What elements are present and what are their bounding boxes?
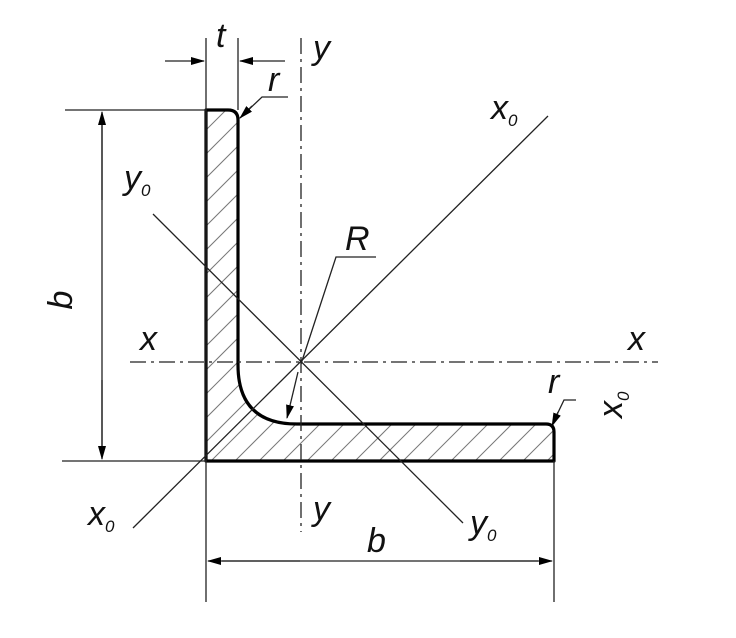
hatch-line [531, 110, 554, 461]
arrow-R [286, 371, 299, 419]
label-y0-bottom: y0 [468, 504, 497, 545]
axis-x0-line [132, 115, 549, 529]
label-R: R [345, 220, 370, 258]
leader-r-top [241, 96, 288, 117]
label-y-bottom: y [311, 490, 332, 528]
label-t: t [216, 17, 227, 55]
hatch-line [206, 110, 289, 461]
label-x-right: x [626, 320, 646, 358]
leader-R [300, 256, 376, 365]
label-x-left: x [138, 320, 158, 358]
arrow-r-top [239, 105, 253, 119]
label-r-top: r [268, 61, 281, 99]
label-y-top: y [311, 29, 332, 67]
hatch-line [0, 0, 168, 500]
hatch-line [206, 110, 481, 461]
label-x0-bottom: x0 [86, 495, 115, 536]
hatch-line [206, 110, 217, 461]
hatch-line [206, 110, 313, 461]
label-b-horizontal: b [367, 522, 386, 560]
label-x0-top: x0 [489, 89, 518, 130]
hatch-line [0, 0, 192, 500]
label-b-vertical: b [42, 291, 80, 310]
hatch-line [580, 0, 736, 500]
hatch-line [206, 110, 241, 461]
hatch-line [206, 110, 265, 461]
angle-profile-outline [204, 108, 556, 463]
hatch-line [556, 0, 736, 500]
hatch-line [0, 0, 144, 500]
leader-r-right [552, 399, 576, 424]
label-r-right: r [548, 363, 561, 401]
label-x0-right: x0 [592, 391, 633, 420]
axis-y0-line [152, 213, 464, 524]
arrow-r-right [551, 411, 561, 427]
label-y0-left: y0 [122, 159, 151, 200]
